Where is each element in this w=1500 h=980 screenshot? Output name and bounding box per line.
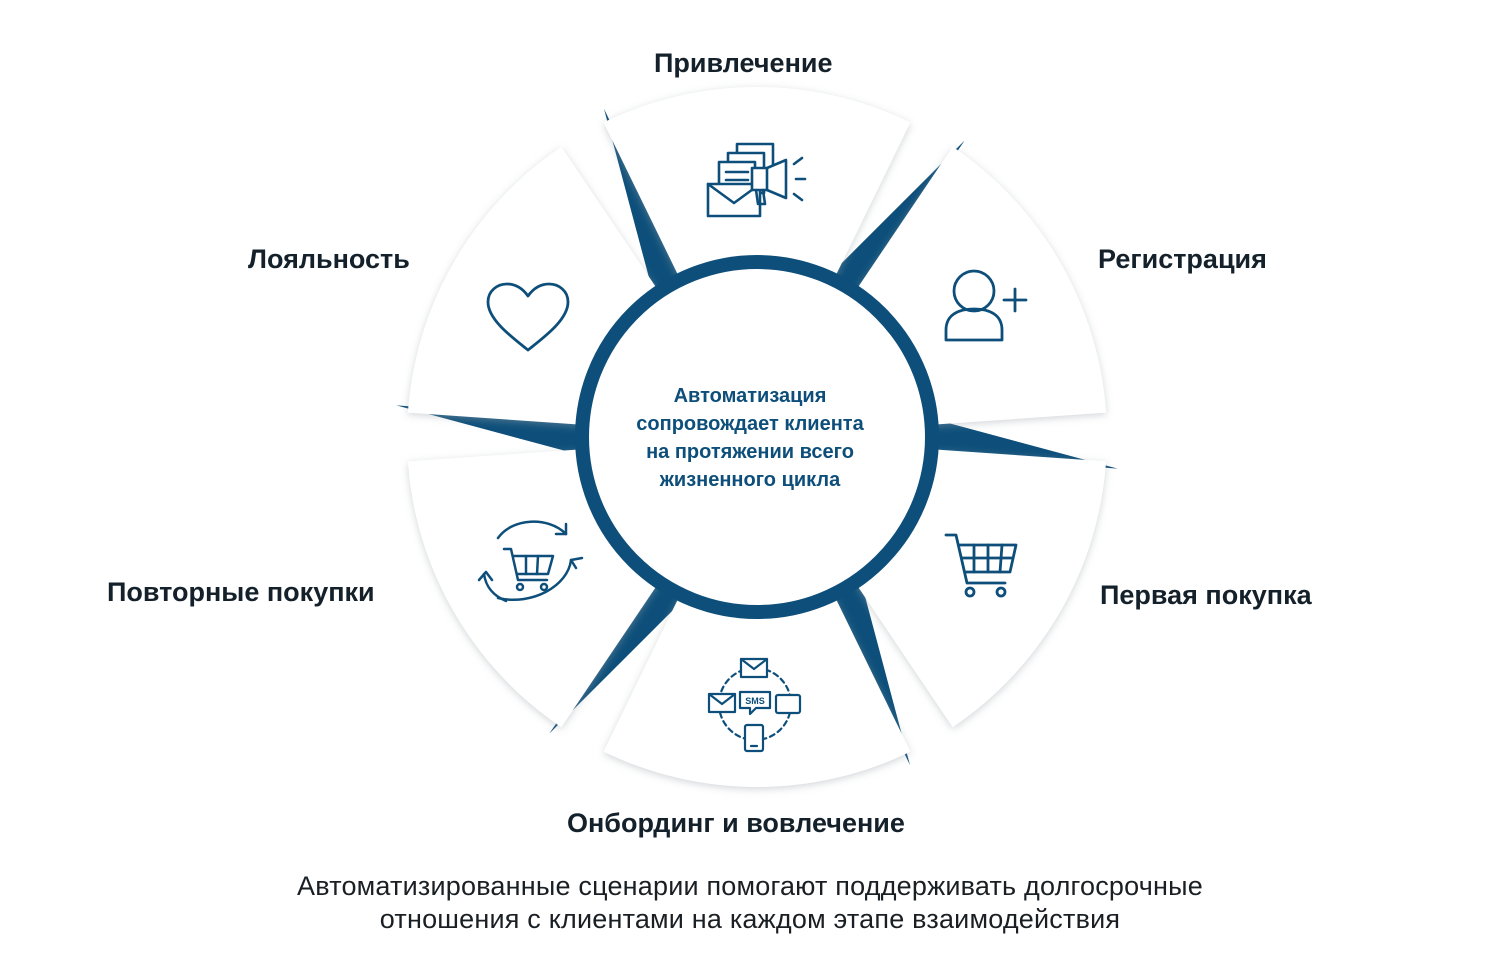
stage-label-attraction: Привлечение [654, 48, 833, 78]
center-statement: Автоматизация сопровождает клиента на пр… [590, 382, 910, 494]
sms-label: SMS [745, 696, 765, 706]
stage-label-loyalty: Лояльность [248, 244, 410, 274]
center-line: жизненного цикла [659, 469, 841, 491]
caption-line: Автоматизированные сценарии помогают под… [297, 871, 1203, 901]
stage-label-onboarding: Онбординг и вовлечение [567, 808, 905, 838]
cycle-pointer-wedge [549, 579, 686, 734]
omnichannel-messaging-icon: SMS [707, 657, 802, 753]
cycle-pointer-wedge [828, 140, 965, 295]
caption-line: отношения с клиентами на каждом этапе вз… [379, 904, 1121, 934]
center-line: на протяжении всего [646, 441, 854, 463]
stage-label-repeat-purchases: Повторные покупки [107, 577, 375, 607]
center-ring [575, 255, 939, 619]
shopping-cart-icon [944, 533, 1018, 598]
stage-label-registration: Регистрация [1098, 244, 1267, 274]
stage-label-first-purchase: Первая покупка [1100, 580, 1312, 610]
center-line: Автоматизация [673, 385, 827, 407]
megaphone-email-icon [706, 142, 807, 218]
caption: Автоматизированные сценарии помогают под… [150, 870, 1350, 936]
segment-onboarding [603, 588, 911, 788]
repeat-cart-icon [477, 520, 584, 603]
heart-icon [486, 282, 570, 352]
center-line: сопровождает клиента [636, 413, 864, 435]
add-user-icon [944, 269, 1028, 342]
